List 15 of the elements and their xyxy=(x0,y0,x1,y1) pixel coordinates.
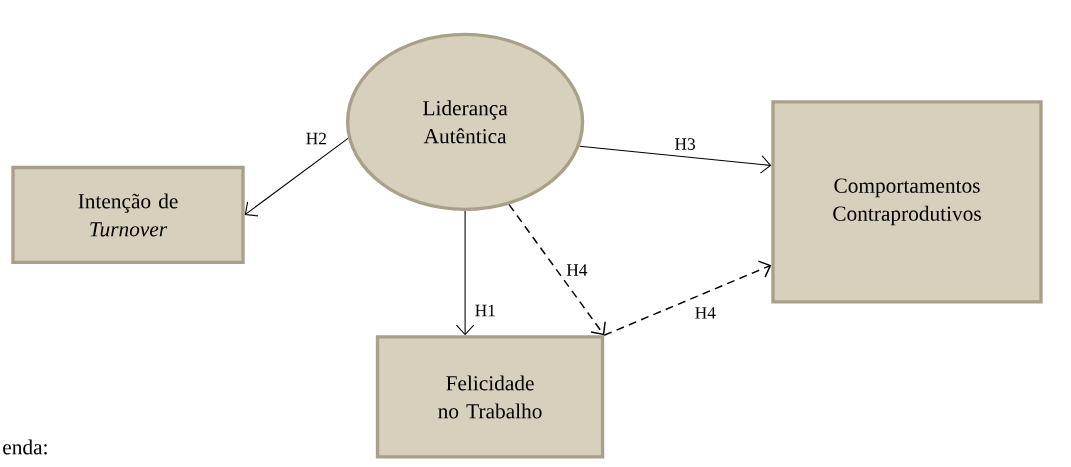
legend-heading: enda: xyxy=(3,439,47,455)
arrow xyxy=(244,137,349,217)
concept-box: Intenção de Turnover xyxy=(11,165,245,265)
concept-box: Comportamentos Contraprodutivos xyxy=(771,100,1043,304)
arrow xyxy=(455,210,475,336)
arrow xyxy=(579,145,772,174)
edge-label: H4 xyxy=(693,305,718,320)
concept-box: Felicidade no Trabalho xyxy=(375,335,605,459)
arrow xyxy=(508,203,606,336)
edge-label: H3 xyxy=(673,136,697,152)
edge-label: H2 xyxy=(304,131,329,146)
edge-label: H1 xyxy=(473,303,498,318)
arrow xyxy=(603,260,772,337)
edge-label: H4 xyxy=(564,262,589,278)
ellipse-node: Liderança Autêntica xyxy=(345,32,585,211)
